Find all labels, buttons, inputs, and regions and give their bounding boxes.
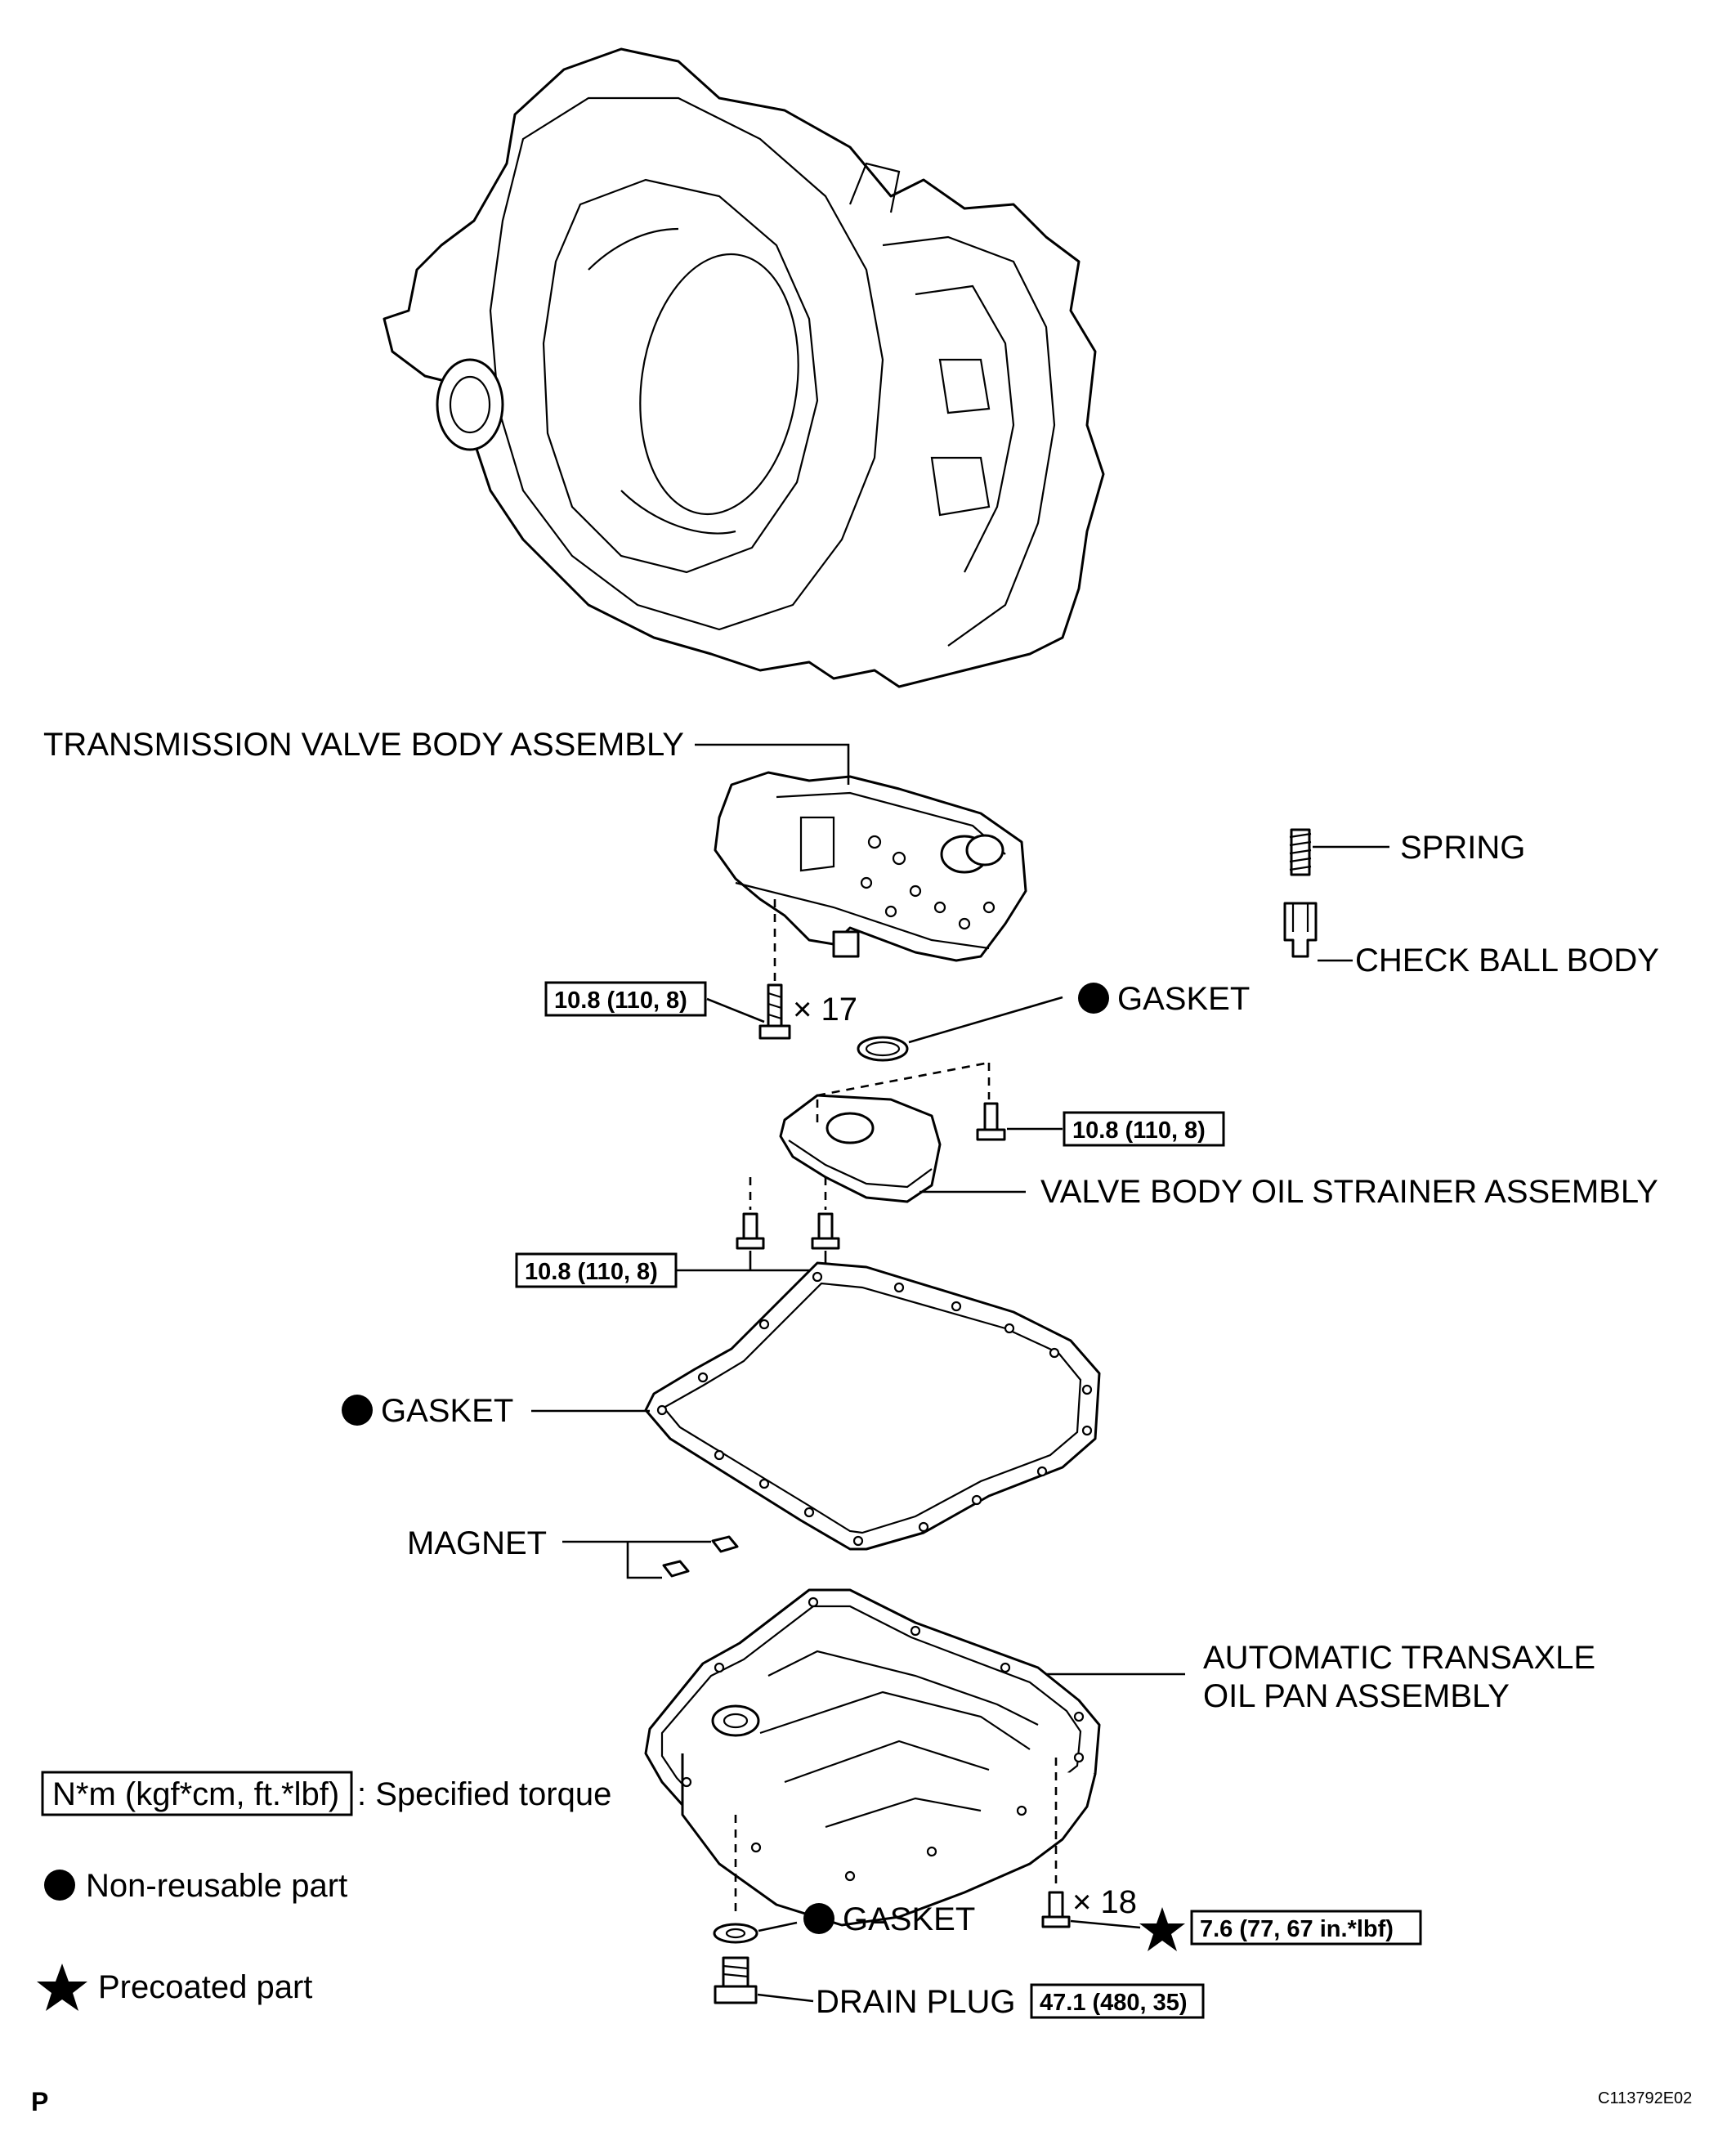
legend-non-reusable: Non-reusable part (86, 1868, 347, 1904)
strainer-left-bolts (736, 1177, 840, 1250)
drain-plug-part (714, 1956, 758, 2004)
drain-gasket-label: GASKET (843, 1901, 975, 1937)
bolt-count-17: × 17 (793, 992, 857, 1028)
oil-pan-bolt (1041, 1758, 1071, 1928)
valve-body-torque-box (544, 981, 707, 1017)
magnets (662, 1535, 739, 1578)
legend-non-reusable-dot-icon (44, 1870, 75, 1901)
legend-precoated: Precoated part (98, 1969, 312, 2005)
valve-body-leader (695, 743, 850, 785)
spring-part (1289, 828, 1312, 876)
valve-body-torque: 10.8 (110, 8) (554, 987, 687, 1014)
oil-pan-gasket (644, 1261, 1101, 1551)
oil-pan-label-line1: AUTOMATIC TRANSAXLE (1203, 1640, 1595, 1676)
oil-pan-torque-box (1190, 1910, 1422, 1946)
strainer-right-bolt (976, 1102, 1006, 1141)
gasket-ring-leader (908, 996, 1063, 1044)
strainer-label: VALVE BODY OIL STRAINER ASSEMBLY (1040, 1174, 1658, 1210)
non-reusable-dot-icon (342, 1395, 373, 1426)
drain-plug-torque: 47.1 (480, 35) (1040, 1990, 1188, 2016)
transmission-valve-body-assembly (714, 771, 1027, 962)
strainer-right-torque: 10.8 (110, 8) (1072, 1117, 1206, 1144)
legend-torque-unit: N*m (kgf*cm, ft.*lbf) (52, 1776, 339, 1812)
strainer-right-torque-box (1063, 1111, 1225, 1147)
precoated-star-icon (1139, 1907, 1185, 1951)
figure-code: C113792E02 (1598, 2089, 1692, 2107)
legend-torque-desc: : Specified torque (357, 1776, 611, 1812)
oil-pan-torque: 7.6 (77, 67 in.*lbf) (1200, 1916, 1394, 1942)
spring-label: SPRING (1400, 830, 1525, 866)
valve-body-label: TRANSMISSION VALVE BODY ASSEMBLY (43, 727, 684, 763)
pan-gasket-label: GASKET (381, 1393, 513, 1429)
legend: N*m (kgf*cm, ft.*lbf) : Specified torque… (37, 1771, 611, 2011)
drain-plug-torque-box (1030, 1983, 1205, 2019)
magnet-leader (562, 1540, 711, 1579)
non-reusable-dot-icon (803, 1903, 834, 1934)
drain-gasket-part (713, 1815, 758, 1944)
valve-body-bolt-leader (706, 997, 765, 1023)
gasket-ring (857, 1036, 909, 1062)
gasket-ring-label: GASKET (1117, 981, 1250, 1017)
valve-body-oil-strainer-assembly (779, 1061, 991, 1203)
automatic-transaxle-oil-pan-assembly (644, 1588, 1101, 1927)
corner-mark: P (31, 2087, 48, 2116)
legend-precoated-star-icon (37, 1964, 87, 2011)
oil-pan-label-line2: OIL PAN ASSEMBLY (1203, 1678, 1510, 1714)
check-ball-body-part (1283, 902, 1318, 958)
legend-torque-box (41, 1771, 353, 1816)
strainer-left-torque: 10.8 (110, 8) (525, 1259, 658, 1285)
bolt-count-18: × 18 (1072, 1884, 1137, 1920)
transaxle-case-illustration (383, 47, 1105, 688)
valve-body-bolt (758, 899, 791, 1040)
non-reusable-dot-icon (1078, 983, 1109, 1014)
magnet-label: MAGNET (407, 1525, 547, 1561)
check-ball-body-label: CHECK BALL BODY (1355, 943, 1659, 978)
drain-plug-label: DRAIN PLUG (816, 1984, 1016, 2020)
strainer-left-torque-box (515, 1252, 678, 1288)
